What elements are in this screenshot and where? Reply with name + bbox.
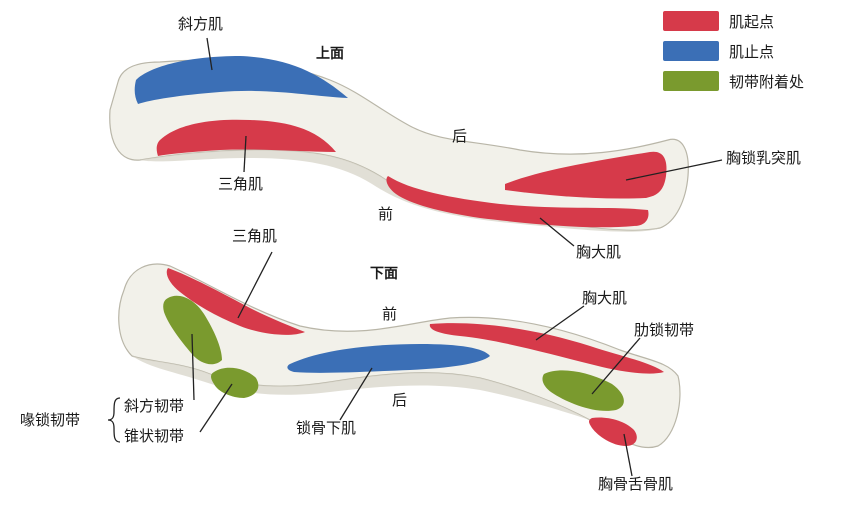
upper-sternocleidomastoid-origin [505, 151, 667, 199]
leader-lines [191, 37, 723, 477]
leader-lower-conoid [199, 383, 233, 433]
upper-pectoralis-origin [386, 176, 649, 228]
lower-conoid-ligament [211, 367, 259, 398]
lower-label-sternohyoid: 胸骨舌骨肌 [598, 475, 674, 493]
lower-clavicle-shadow [132, 356, 590, 420]
lower-label-pectoralis: 胸大肌 [582, 289, 628, 307]
lower-pectoralis-origin [429, 323, 664, 374]
legend-ligament: 韧带附着处 [663, 70, 804, 92]
lower-view-title: 下面 [370, 266, 398, 282]
lower-clavicle [118, 263, 681, 449]
upper-label-back: 后 [452, 127, 468, 145]
upper-trapezius-insertion [134, 56, 348, 104]
legend-ligament-label: 韧带附着处 [729, 72, 805, 91]
lower-label-subclavius: 锁骨下肌 [296, 419, 357, 437]
upper-clavicle [109, 56, 689, 232]
upper-view-title: 上面 [316, 46, 344, 62]
leader-lower-trapezoid [191, 333, 195, 401]
lower-label-front: 前 [382, 305, 398, 323]
lower-deltoid-origin [166, 268, 305, 335]
leader-upper-sternocleidomastoid [625, 159, 723, 181]
leader-lower-pectoralis [535, 305, 585, 341]
leader-lower-subclavius [339, 367, 373, 421]
leader-upper-pectoralis [539, 217, 575, 247]
legend-origin-swatch [663, 11, 719, 31]
leader-lower-costoclavicular [591, 337, 641, 395]
coracoclavicular-brace [107, 397, 121, 443]
leader-upper-deltoid [243, 135, 247, 173]
upper-label-deltoid: 三角肌 [218, 175, 264, 193]
legend-ligament-swatch [663, 71, 719, 91]
upper-label-front: 前 [378, 205, 394, 223]
lower-label-coracoclavicular: 喙锁韧带 [20, 411, 81, 429]
lower-label-back: 后 [392, 391, 408, 409]
upper-label-pectoralis: 胸大肌 [576, 243, 622, 261]
legend-insertion-swatch [663, 41, 719, 61]
legend-insertion: 肌止点 [663, 40, 774, 62]
lower-label-conoid: 锥状韧带 [124, 427, 185, 445]
legend-origin: 肌起点 [663, 10, 774, 32]
leader-lower-sternohyoid [623, 433, 633, 477]
upper-label-sternocleidomastoid: 胸锁乳突肌 [726, 149, 802, 167]
legend-insertion-label: 肌止点 [729, 42, 775, 61]
legend-origin-label: 肌起点 [729, 12, 775, 31]
lower-label-deltoid: 三角肌 [232, 227, 278, 245]
leader-upper-trapezius [206, 37, 213, 71]
leader-lower-deltoid [237, 251, 273, 319]
upper-label-trapezius: 斜方肌 [178, 15, 224, 33]
lower-trapezoid-ligament [163, 295, 222, 365]
lower-label-trapezoid: 斜方韧带 [124, 397, 185, 415]
lower-label-costoclavicular: 肋锁韧带 [634, 321, 695, 339]
lower-subclavius-insertion [287, 344, 490, 373]
